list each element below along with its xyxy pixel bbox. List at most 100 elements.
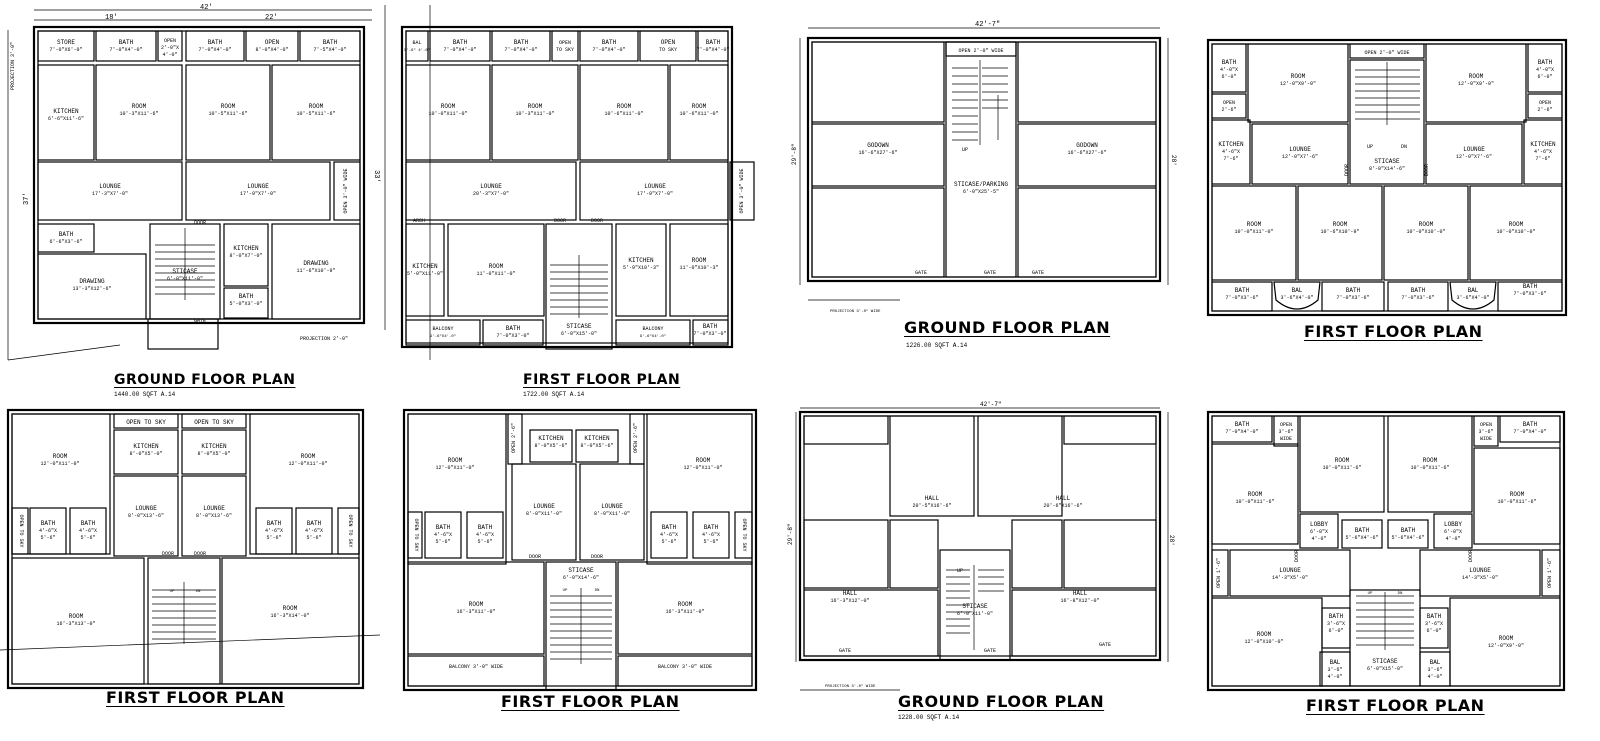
- svg-text:6'-0"X: 6'-0"X: [1444, 529, 1462, 535]
- svg-text:STICASE: STICASE: [172, 268, 198, 275]
- svg-text:4'-6"X: 4'-6"X: [1222, 149, 1240, 155]
- plan-title: GROUND FLOOR PLAN: [898, 692, 1105, 711]
- svg-text:ARCH: ARCH: [413, 218, 425, 224]
- svg-text:5'-9"X10'-3": 5'-9"X10'-3": [623, 265, 659, 271]
- svg-text:6'-0"X11'-0": 6'-0"X11'-0": [167, 276, 203, 282]
- svg-text:ROOM: ROOM: [469, 601, 484, 608]
- svg-text:14'-3"X5'-0": 14'-3"X5'-0": [1272, 575, 1308, 581]
- svg-text:GODOWN: GODOWN: [867, 142, 889, 149]
- svg-text:5'-6": 5'-6": [661, 539, 676, 545]
- svg-text:8'-0"X13'-6": 8'-0"X13'-6": [196, 513, 232, 519]
- plan-area: 1440.00 SQFT A.14: [114, 391, 176, 398]
- svg-text:6'-0"X25'-5": 6'-0"X25'-5": [963, 189, 999, 195]
- svg-text:6'-0"X15'-0": 6'-0"X15'-0": [1367, 666, 1403, 672]
- svg-text:GATE: GATE: [1032, 270, 1044, 276]
- svg-text:33': 33': [372, 170, 380, 183]
- svg-text:7'-0"X3'-6": 7'-0"X3'-6": [1225, 295, 1258, 301]
- plan-title: FIRST FLOOR PLAN: [106, 688, 285, 707]
- svg-text:BAL: BAL: [1468, 287, 1479, 294]
- svg-text:7'-0"X4'-0": 7'-0"X4'-0": [504, 47, 537, 53]
- svg-text:8'-0"X11'-0": 8'-0"X11'-0": [594, 511, 630, 517]
- svg-text:GODOWN: GODOWN: [1076, 142, 1098, 149]
- svg-text:BATH: BATH: [514, 39, 529, 46]
- svg-text:OPEN: OPEN: [164, 38, 176, 44]
- svg-text:4'-6"X: 4'-6"X: [434, 532, 452, 538]
- svg-text:GATE: GATE: [1099, 642, 1111, 648]
- svg-text:4'-0": 4'-0": [1427, 674, 1442, 680]
- svg-text:12'-0"X11'-0": 12'-0"X11'-0": [40, 461, 79, 467]
- svg-text:4'-0": 4'-0": [1327, 674, 1342, 680]
- svg-text:4'-6"X: 4'-6"X: [79, 528, 97, 534]
- svg-text:9'-6"X4'-0": 9'-6"X4'-0": [430, 334, 456, 339]
- svg-text:8'-0"X5'-6": 8'-0"X5'-6": [534, 443, 567, 449]
- svg-text:GATE: GATE: [984, 648, 996, 654]
- svg-text:10'-5"X11'-6": 10'-5"X11'-6": [208, 111, 247, 117]
- svg-text:OPEN 2'-0" WIDE: OPEN 2'-0" WIDE: [958, 48, 1003, 54]
- svg-text:ROOM: ROOM: [692, 103, 707, 110]
- svg-text:KITCHEN: KITCHEN: [584, 435, 610, 442]
- svg-text:BATH: BATH: [1329, 613, 1344, 620]
- svg-text:BALCONY: BALCONY: [642, 326, 663, 332]
- svg-text:6'-0"X11'-0": 6'-0"X11'-0": [957, 611, 993, 617]
- svg-text:KITCHEN: KITCHEN: [201, 443, 227, 450]
- svg-text:LOUNGE: LOUNGE: [1469, 567, 1491, 574]
- svg-text:WIDE: WIDE: [1280, 436, 1292, 442]
- svg-text:5'-6": 5'-6": [40, 535, 55, 541]
- svg-text:BATH: BATH: [119, 39, 134, 46]
- svg-text:7'-0"X4'-0": 7'-0"X4'-0": [592, 47, 625, 53]
- svg-text:BATH: BATH: [307, 520, 322, 527]
- svg-text:3'-6"X4'-0": 3'-6"X4'-0": [1280, 295, 1313, 301]
- svg-text:6'-0": 6'-0": [1426, 628, 1441, 634]
- svg-text:3'-6"X: 3'-6"X: [1425, 621, 1443, 627]
- svg-text:5'-6": 5'-6": [435, 539, 450, 545]
- svg-text:2'-0"X: 2'-0"X: [161, 45, 179, 51]
- svg-text:OPEN TO SKY: OPEN TO SKY: [18, 514, 24, 547]
- svg-text:ROOM: ROOM: [301, 453, 316, 460]
- svg-text:PROJECTION 3'-0" WIDE: PROJECTION 3'-0" WIDE: [830, 309, 881, 314]
- svg-text:ROOM: ROOM: [309, 103, 324, 110]
- svg-text:STORE: STORE: [57, 39, 75, 46]
- svg-text:12'-0"X11'-0": 12'-0"X11'-0": [435, 465, 474, 471]
- svg-text:4'-0"X: 4'-0"X: [1536, 67, 1554, 73]
- svg-text:KITCHEN: KITCHEN: [133, 443, 159, 450]
- svg-text:GATE: GATE: [194, 318, 206, 324]
- svg-text:OPEN: OPEN: [661, 39, 676, 46]
- svg-text:7'-0"X4'-0": 7'-0"X4'-0": [1225, 429, 1258, 435]
- svg-text:ROOM: ROOM: [1499, 635, 1514, 642]
- svg-text:3'-6": 3'-6": [1278, 429, 1293, 435]
- plan-title: GROUND FLOOR PLAN: [114, 372, 296, 388]
- svg-text:4'-6"X: 4'-6"X: [1534, 149, 1552, 155]
- svg-text:DOOR: DOOR: [1344, 164, 1350, 176]
- plan-ground-floor-1: 42' 18' 22' 33' 37' PROJECTION 3'-0" PRO…: [0, 0, 390, 400]
- svg-text:3'-6"X4'-0": 3'-6"X4'-0": [1456, 295, 1489, 301]
- svg-text:DRAWING: DRAWING: [79, 278, 105, 285]
- svg-text:BATH: BATH: [478, 524, 493, 531]
- svg-text:8'-0"X14'-6": 8'-0"X14'-6": [1369, 166, 1405, 172]
- svg-text:STICASE: STICASE: [962, 603, 988, 610]
- svg-text:UP: UP: [563, 589, 568, 593]
- svg-text:LOUNGE: LOUNGE: [1279, 567, 1301, 574]
- svg-text:7'-6": 7'-6": [1223, 156, 1238, 162]
- svg-text:BATH: BATH: [1523, 421, 1538, 428]
- svg-text:ROOM: ROOM: [617, 103, 632, 110]
- svg-text:ROOM: ROOM: [692, 257, 707, 264]
- svg-text:12'-0"X10'-0": 12'-0"X10'-0": [1244, 639, 1283, 645]
- svg-text:3'-6": 3'-6": [1427, 667, 1442, 673]
- svg-text:BATH: BATH: [506, 325, 521, 332]
- svg-text:7'-0"X3'-0": 7'-0"X3'-0": [496, 333, 529, 339]
- svg-text:OPEN 2'-0" WIDE: OPEN 2'-0" WIDE: [1364, 50, 1409, 56]
- svg-text:5'-6": 5'-6": [266, 535, 281, 541]
- svg-text:10'-3"X11'-0": 10'-3"X11'-0": [515, 111, 554, 117]
- svg-text:28': 28': [1168, 535, 1175, 546]
- svg-text:LOBBY: LOBBY: [1310, 521, 1328, 528]
- svg-text:BATH: BATH: [1222, 59, 1237, 66]
- svg-text:7'-0"X4'-0": 7'-0"X4'-0": [109, 47, 142, 53]
- svg-text:3'-6"X: 3'-6"X: [1327, 621, 1345, 627]
- svg-text:7'-5"X4'-0": 7'-5"X4'-0": [313, 47, 346, 53]
- svg-text:12'-0"X9'-0": 12'-0"X9'-0": [1458, 81, 1494, 87]
- svg-text:16'-3"X11'-0": 16'-3"X11'-0": [665, 609, 704, 615]
- svg-text:BALCONY 3'-0" WIDE: BALCONY 3'-0" WIDE: [658, 664, 712, 670]
- svg-text:12'-0"X11'-0": 12'-0"X11'-0": [288, 461, 327, 467]
